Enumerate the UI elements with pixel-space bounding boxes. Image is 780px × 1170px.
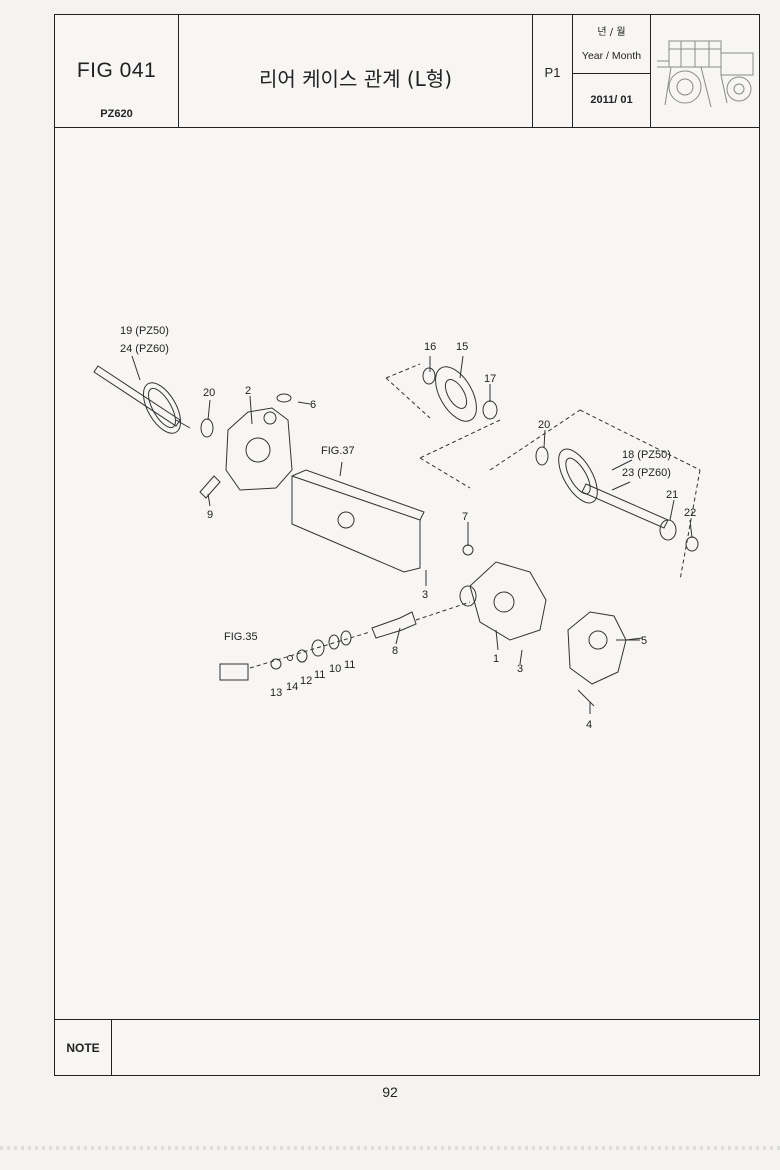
figure-cell: FIG 041 PZ620 (55, 15, 179, 127)
callout-21: 21 (666, 489, 678, 501)
bearing-17 (482, 400, 498, 420)
bearing-16 (422, 367, 436, 385)
callout-19: 19 (PZ50) (120, 325, 169, 337)
note-row: NOTE (55, 1019, 759, 1078)
callout-18: 18 (PZ50) (622, 449, 671, 461)
bearing-11a (311, 639, 325, 657)
axle-housing (291, 475, 421, 573)
page-code: P1 (544, 65, 561, 80)
rear-case-2 (225, 407, 293, 491)
date-label-ko: 년 / 월 (597, 27, 626, 38)
shaft-19-24 (93, 365, 191, 434)
page-frame: FIG 041 PZ620 리어 케이스 관계 (L형) P1 년 / 월 Ye… (54, 14, 760, 1076)
tractor-icon (657, 40, 754, 108)
callout-15: 15 (456, 341, 468, 353)
date-label-en: Year / Month (581, 50, 642, 62)
callout-17: 17 (484, 373, 496, 385)
seal-22 (685, 536, 699, 552)
cover-5 (567, 611, 627, 685)
callout-20a: 20 (203, 387, 215, 399)
callout-6: 6 (310, 399, 316, 411)
gear-15 (435, 366, 477, 422)
thumbnail-cell (651, 15, 761, 127)
page-number: 92 (382, 1084, 398, 1100)
model-code: PZ620 (100, 108, 133, 120)
bolt-4 (577, 689, 595, 707)
callout-11b: 11 (344, 659, 355, 671)
callout-10: 10 (329, 663, 341, 675)
callout-5: 5 (641, 635, 647, 647)
callout-11a: 11 (314, 669, 325, 681)
ring-10 (328, 634, 340, 650)
callout-2: 2 (245, 385, 251, 397)
callout-3a: 3 (422, 589, 428, 601)
bearing-20b (535, 446, 549, 466)
callout-12: 12 (300, 675, 312, 687)
callout-14: 14 (286, 681, 298, 693)
shaft-18-23 (558, 448, 669, 529)
bearing-20a (200, 418, 214, 438)
header-block: FIG 041 PZ620 리어 케이스 관계 (L형) P1 년 / 월 Ye… (55, 15, 759, 128)
oring-6 (276, 393, 292, 403)
page-title: 리어 케이스 관계 (L형) (258, 67, 453, 91)
callout-3b: 3 (517, 663, 523, 675)
title-cell: 리어 케이스 관계 (L형) (179, 15, 533, 127)
part-9 (199, 475, 221, 499)
ring-14 (287, 655, 293, 661)
date-value: 2011/ 01 (590, 94, 633, 106)
callout-4: 4 (586, 719, 592, 731)
callout-13: 13 (270, 687, 282, 699)
date-cell: 년 / 월 Year / Month 2011/ 01 (573, 15, 651, 127)
callout-7: 7 (462, 511, 468, 523)
page-cell: P1 (533, 15, 573, 127)
callout-8: 8 (392, 645, 398, 657)
rear-case-1 (469, 561, 547, 641)
nut-7 (462, 544, 474, 556)
callout-23: 23 (PZ60) (622, 467, 671, 479)
ring-13 (270, 658, 282, 670)
note-label: NOTE (55, 1020, 112, 1076)
callout-20b: 20 (538, 419, 550, 431)
callout-16: 16 (424, 341, 436, 353)
figure-number: FIG 041 (76, 59, 157, 82)
callout-9: 9 (207, 509, 213, 521)
bearing-11b (340, 630, 352, 646)
joint-fig35 (219, 663, 249, 681)
scan-edge (0, 1146, 780, 1150)
callout-22: 22 (684, 507, 696, 519)
callout-fig37: FIG.37 (321, 445, 355, 457)
callout-1: 1 (493, 653, 499, 665)
ring-12 (296, 649, 308, 663)
bearing-21 (659, 519, 677, 541)
pinion-8 (371, 611, 417, 639)
callout-24: 24 (PZ60) (120, 343, 169, 355)
callout-fig35: FIG.35 (224, 631, 258, 643)
